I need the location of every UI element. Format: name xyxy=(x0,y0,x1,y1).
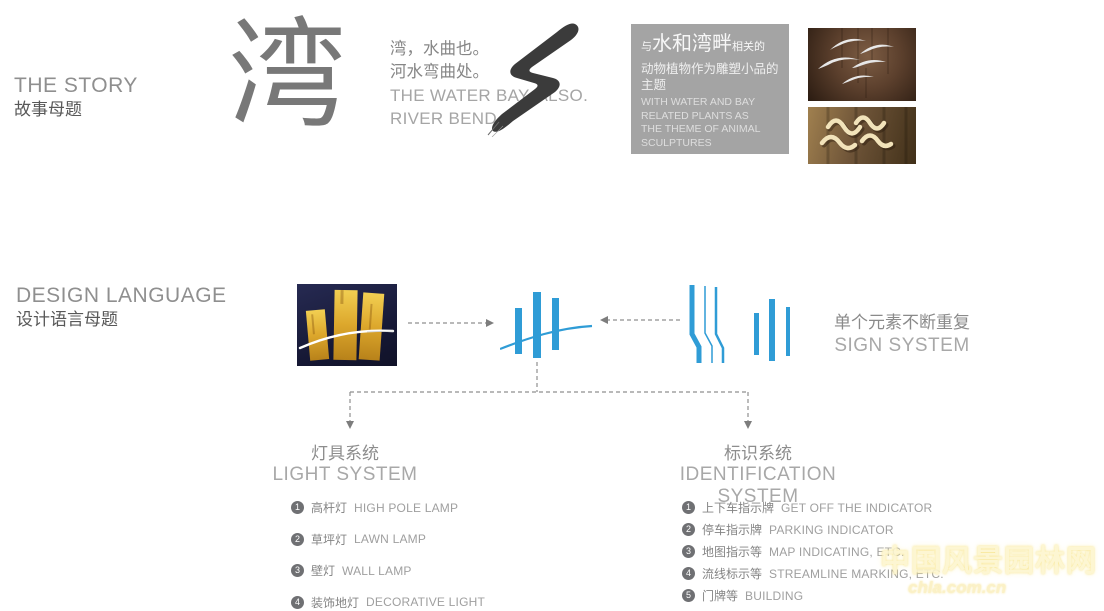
item-number-badge: 5 xyxy=(682,589,695,602)
list-item: 4 装饰地灯 DECORATIVE LIGHT xyxy=(291,594,485,611)
item-label-zh: 上下车指示牌 xyxy=(702,501,775,515)
item-label-zh: 草坪灯 xyxy=(311,532,348,547)
list-item: 1 上下车指示牌 GET OFF THE INDICATOR xyxy=(682,499,944,516)
item-label-zh: 壁灯 xyxy=(311,564,336,578)
item-number-badge: 3 xyxy=(291,564,304,577)
brush-stroke-s-icon xyxy=(487,23,579,137)
story-title-zh: 故事母题 xyxy=(14,100,82,119)
list-item: 1 高杆灯 HIGH POLE LAMP xyxy=(291,499,485,516)
item-number-badge: 4 xyxy=(682,567,695,580)
list-item: 2 停车指示牌 PARKING INDICATOR xyxy=(682,521,944,538)
theme-highlight: 水和湾畔 xyxy=(652,33,732,55)
list-item: 5 门牌等 BUILDING xyxy=(682,587,944,604)
story-title-en: THE STORY xyxy=(14,74,138,97)
item-number-badge: 2 xyxy=(682,523,695,536)
item-label-zh: 流线标示等 xyxy=(702,567,763,581)
list-item: 2 草坪灯 LAWN LAMP xyxy=(291,531,485,548)
wave-lamp-photo xyxy=(808,107,916,164)
identification-system-zh: 标识系统 xyxy=(724,444,792,463)
item-label-en: DECORATIVE LIGHT xyxy=(366,595,486,609)
definition-en-line2: RIVER BEND. xyxy=(390,109,502,128)
item-label-en: PARKING INDICATOR xyxy=(769,522,894,537)
theme-en-line3: THE THEME OF ANIMAL xyxy=(641,123,761,135)
item-number-badge: 3 xyxy=(682,545,695,558)
sign-motif-center-icon xyxy=(500,292,593,358)
golden-stone-illustration xyxy=(298,289,395,361)
theme-en-line4: SCULPTURES xyxy=(641,136,712,149)
theme-box-headline: 与水和湾畔相关的 xyxy=(641,32,779,59)
light-system-heading: 灯具系统 LIGHT SYSTEM xyxy=(270,443,420,486)
theme-zh-line2: 动物植物作为雕塑小品的主题 xyxy=(641,62,779,92)
item-number-badge: 1 xyxy=(291,501,304,514)
item-label-zh: 地图指示等 xyxy=(702,545,763,559)
wave-lamp-illustration xyxy=(819,107,908,164)
theme-en-line1: WITH WATER AND BAY xyxy=(641,96,756,108)
theme-en-block: WITH WATER AND BAY RELATED PLANTS AS THE… xyxy=(641,96,779,150)
definition-zh-line1: 湾，水曲也。 xyxy=(390,40,489,58)
light-system-en: LIGHT SYSTEM xyxy=(272,464,418,485)
theme-description-box: 与水和湾畔相关的 动物植物作为雕塑小品的主题 WITH WATER AND BA… xyxy=(631,24,789,154)
item-number-badge: 1 xyxy=(682,501,695,514)
sign-motif-right-icon xyxy=(689,285,790,363)
design-language-section-title: DESIGN LANGUAGE 设计语言母题 xyxy=(16,284,227,331)
theme-en-line2: RELATED PLANTS AS xyxy=(641,109,749,122)
item-label-en: HIGH POLE LAMP xyxy=(354,500,459,515)
item-label-en: WALL LAMP xyxy=(342,563,412,578)
identification-system-heading: 标识系统 IDENTIFICATION SYSTEM xyxy=(648,443,868,508)
item-label-en: MAP INDICATING, ETC. xyxy=(769,544,905,559)
bird-sculpture-illustration xyxy=(818,28,894,98)
item-label-zh: 高杆灯 xyxy=(311,501,348,515)
item-label-zh: 门牌等 xyxy=(702,589,739,603)
theme-prefix: 与 xyxy=(641,41,652,53)
item-number-badge: 2 xyxy=(291,532,304,546)
design-language-title-zh: 设计语言母题 xyxy=(16,310,118,329)
item-label-zh: 停车指示牌 xyxy=(702,523,763,537)
item-label-en: LAWN LAMP xyxy=(354,532,427,546)
theme-suffix: 相关的 xyxy=(732,41,765,53)
light-system-list: 1 高杆灯 HIGH POLE LAMP 2 草坪灯 LAWN LAMP 3 壁… xyxy=(291,499,485,611)
light-system-zh: 灯具系统 xyxy=(311,444,379,463)
golden-stone-photo xyxy=(297,284,397,366)
identification-system-list: 1 上下车指示牌 GET OFF THE INDICATOR 2 停车指示牌 P… xyxy=(682,499,944,609)
bird-sculpture-photo xyxy=(808,28,916,101)
big-character-wan: 湾 xyxy=(228,10,347,142)
list-item: 4 流线标示等 STREAMLINE MARKING, ETC. xyxy=(682,565,944,582)
item-label-en: BUILDING xyxy=(745,588,804,603)
definition-zh-line2: 河水弯曲处。 xyxy=(390,63,489,81)
design-language-title-en: DESIGN LANGUAGE xyxy=(16,284,227,307)
sign-system-zh: 单个元素不断重复 xyxy=(834,313,970,332)
item-label-en: GET OFF THE INDICATOR xyxy=(781,500,933,515)
list-item: 3 壁灯 WALL LAMP xyxy=(291,562,485,579)
item-number-badge: 4 xyxy=(291,595,304,609)
item-label-zh: 装饰地灯 xyxy=(311,595,360,610)
list-item: 3 地图指示等 MAP INDICATING, ETC. xyxy=(682,543,944,560)
identification-system-en: IDENTIFICATION SYSTEM xyxy=(679,464,837,507)
item-label-en: STREAMLINE MARKING, ETC. xyxy=(769,566,944,581)
story-section-title: THE STORY 故事母题 xyxy=(14,74,138,121)
sign-system-en: SIGN SYSTEM xyxy=(834,335,970,356)
sign-system-label: 单个元素不断重复 SIGN SYSTEM xyxy=(822,312,982,357)
